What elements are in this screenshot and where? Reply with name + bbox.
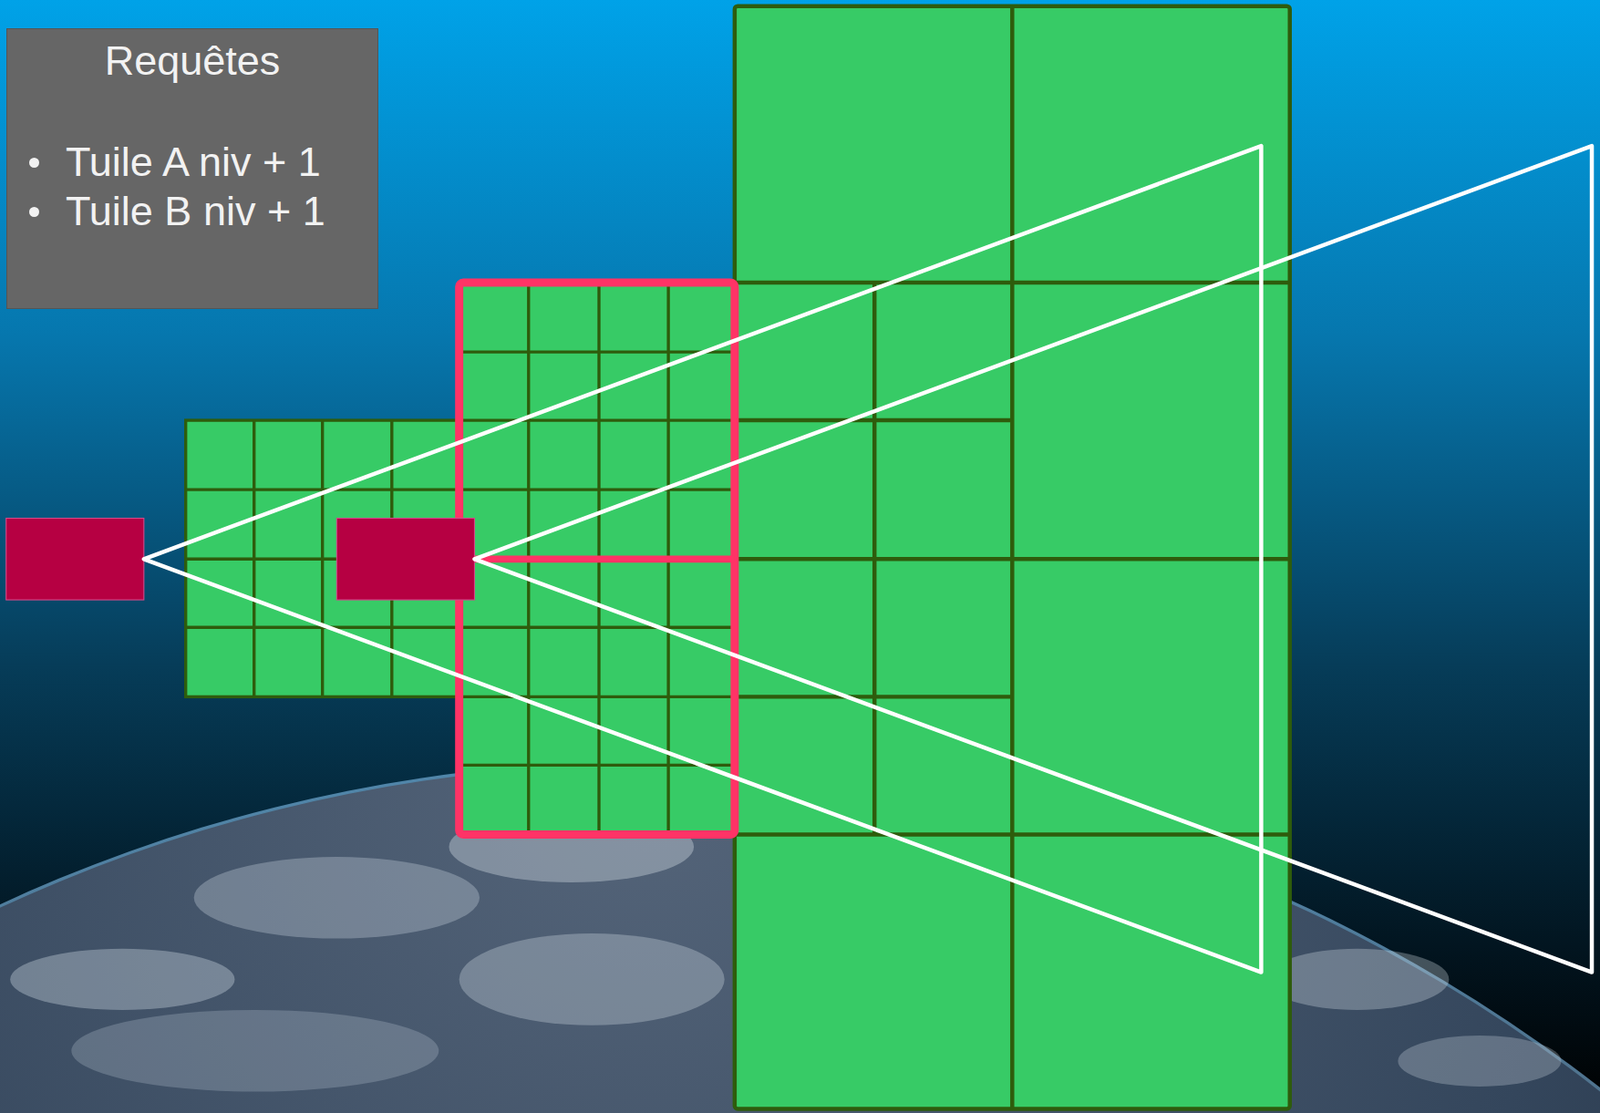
panel-heading: Requêtes [7,36,378,86]
request-item: Tuile A niv + 1 [7,137,378,187]
bullet-dot [29,206,40,217]
bullet-dot [29,157,40,168]
camera [6,518,475,601]
request-item: Tuile B niv + 1 [7,186,378,237]
tiles-coarse [734,6,1291,1110]
request-panel: RequêtesTuile A niv + 1Tuile B niv + 1 [6,28,379,310]
tiles-medium [459,282,735,835]
selected-tile-outline [459,282,735,835]
